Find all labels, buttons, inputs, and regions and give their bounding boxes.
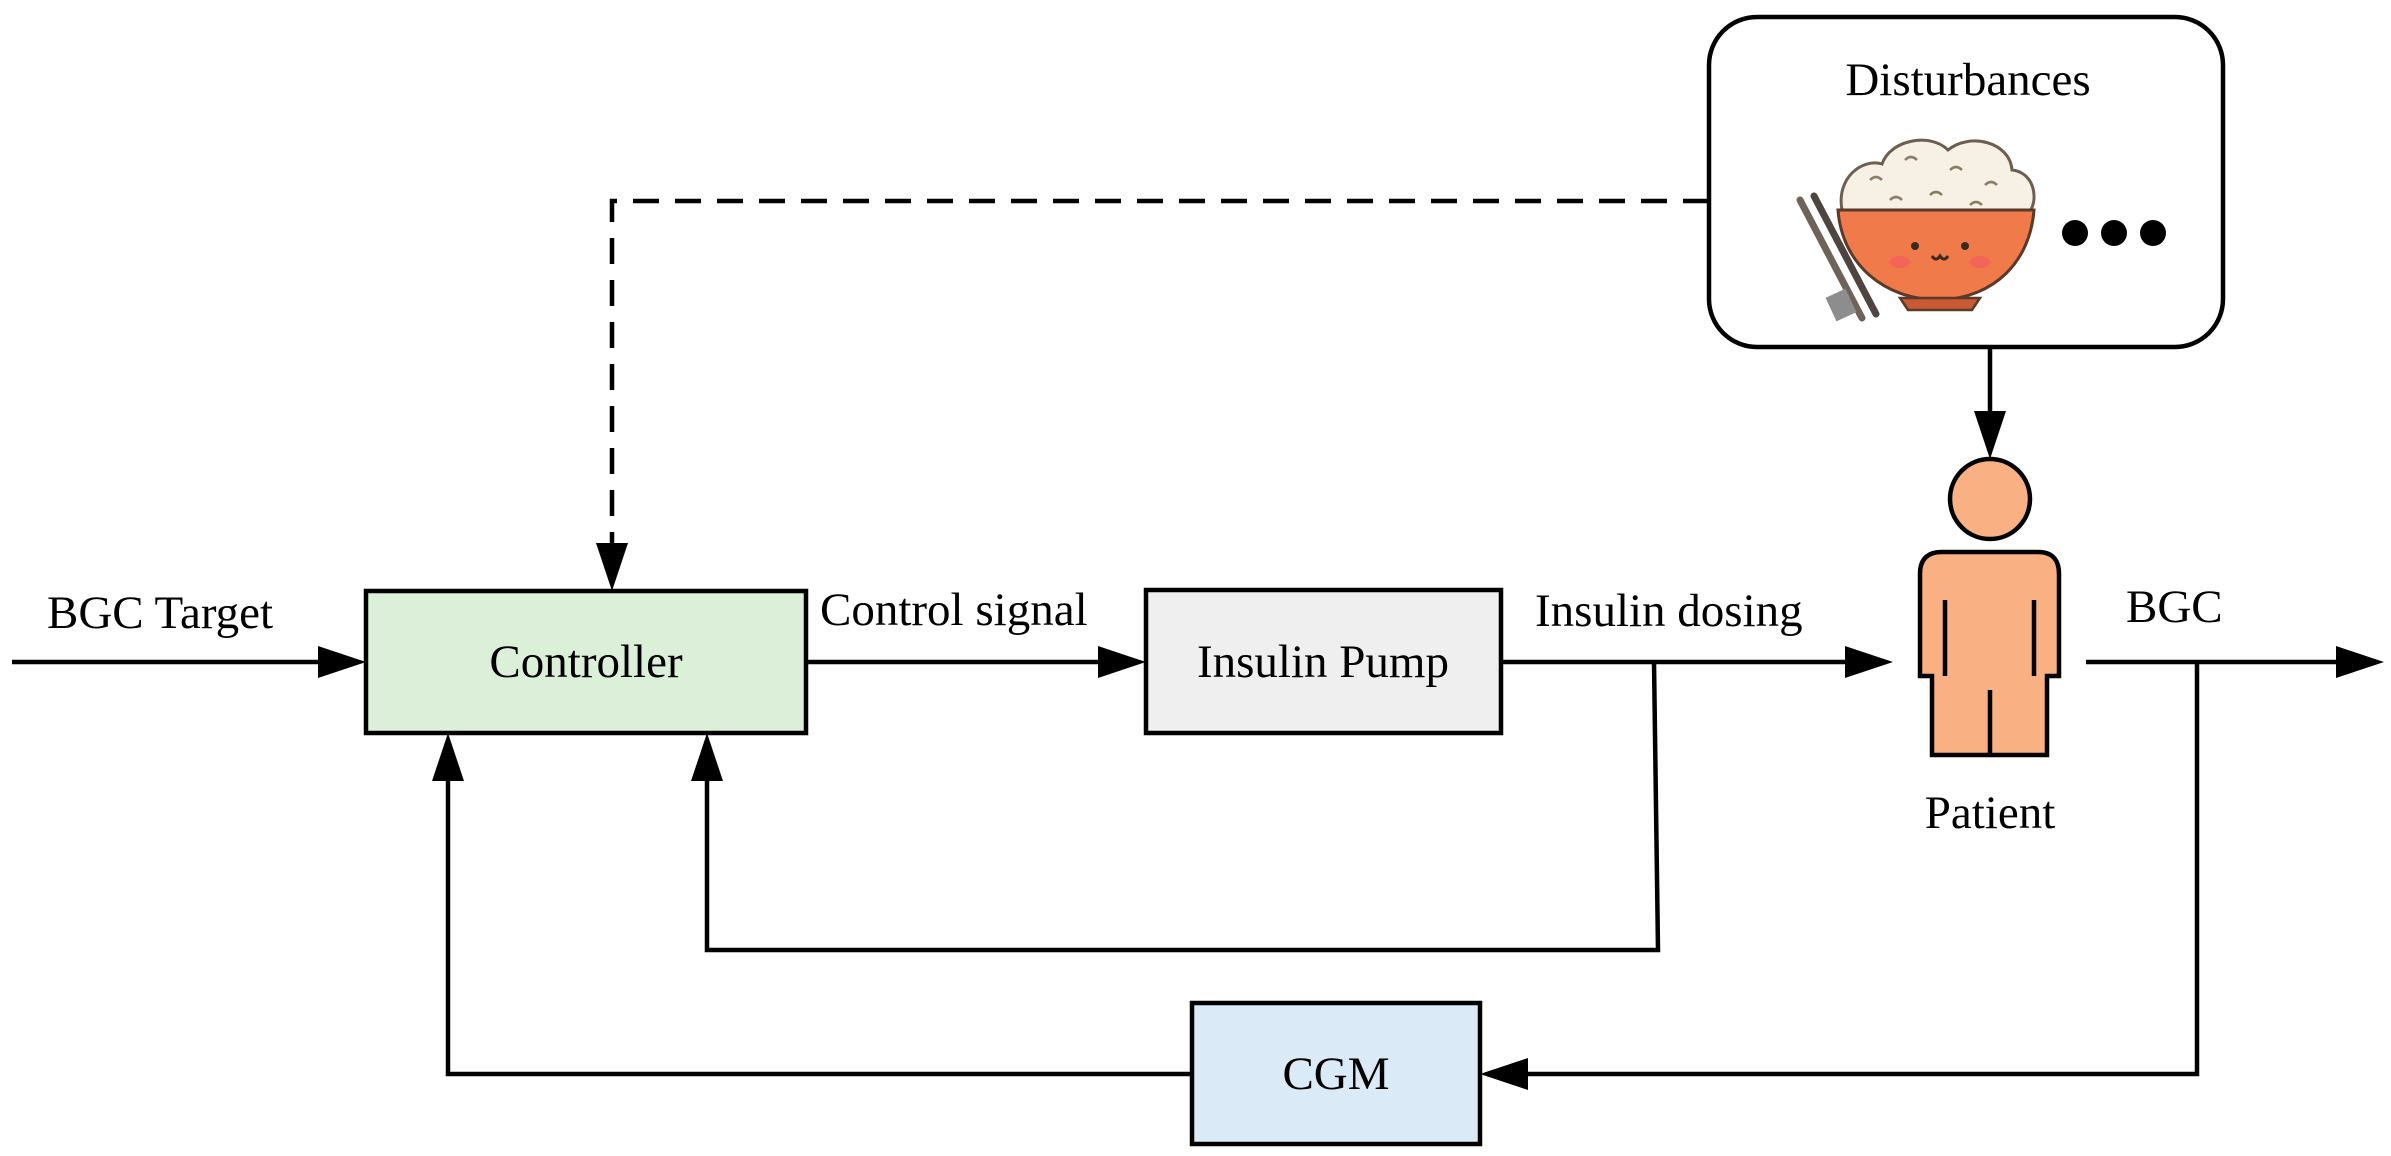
control-signal-edge: Control signal (806, 584, 1146, 678)
bgc-target-label: BGC Target (47, 587, 273, 639)
insulin-dosing-label: Insulin dosing (1535, 585, 1803, 637)
disturbances-block: Disturbances (1706, 14, 2226, 350)
disturbance-to-patient-edge (1974, 347, 2006, 459)
insulin-pump-label: Insulin Pump (1197, 636, 1449, 688)
controller-block: Controller (363, 588, 809, 736)
patient-body (1917, 549, 2062, 758)
cgm-block: CGM (1189, 1000, 1483, 1147)
disturbance-feedforward-edge (596, 198, 1709, 591)
insulin-dosing-edge: Insulin dosing (1501, 585, 1893, 678)
controller-box (363, 588, 809, 736)
insulin-pump-block: Insulin Pump (1143, 587, 1504, 736)
patient-label: Patient (1925, 787, 2056, 839)
bgc-label: BGC (2126, 581, 2223, 633)
disturbances-label: Disturbances (1845, 54, 2090, 106)
bgc-edge: BGC (2086, 581, 2384, 678)
control-signal-label: Control signal (820, 584, 1088, 636)
rice-bowl-with-chopsticks-icon (1796, 138, 2036, 322)
insulin-pump-box (1143, 587, 1504, 736)
cgm-feedback-edge (432, 662, 2200, 1090)
patient-head (1947, 456, 2033, 542)
insulin-feedback-edge (691, 661, 1661, 953)
cgm-box (1189, 1000, 1483, 1147)
controller-label: Controller (489, 636, 683, 688)
patient-figure: Patient (1917, 456, 2062, 839)
cgm-label: CGM (1282, 1048, 1389, 1100)
ellipsis-icon (2062, 220, 2166, 246)
bgc-target-edge: BGC Target (12, 587, 366, 678)
